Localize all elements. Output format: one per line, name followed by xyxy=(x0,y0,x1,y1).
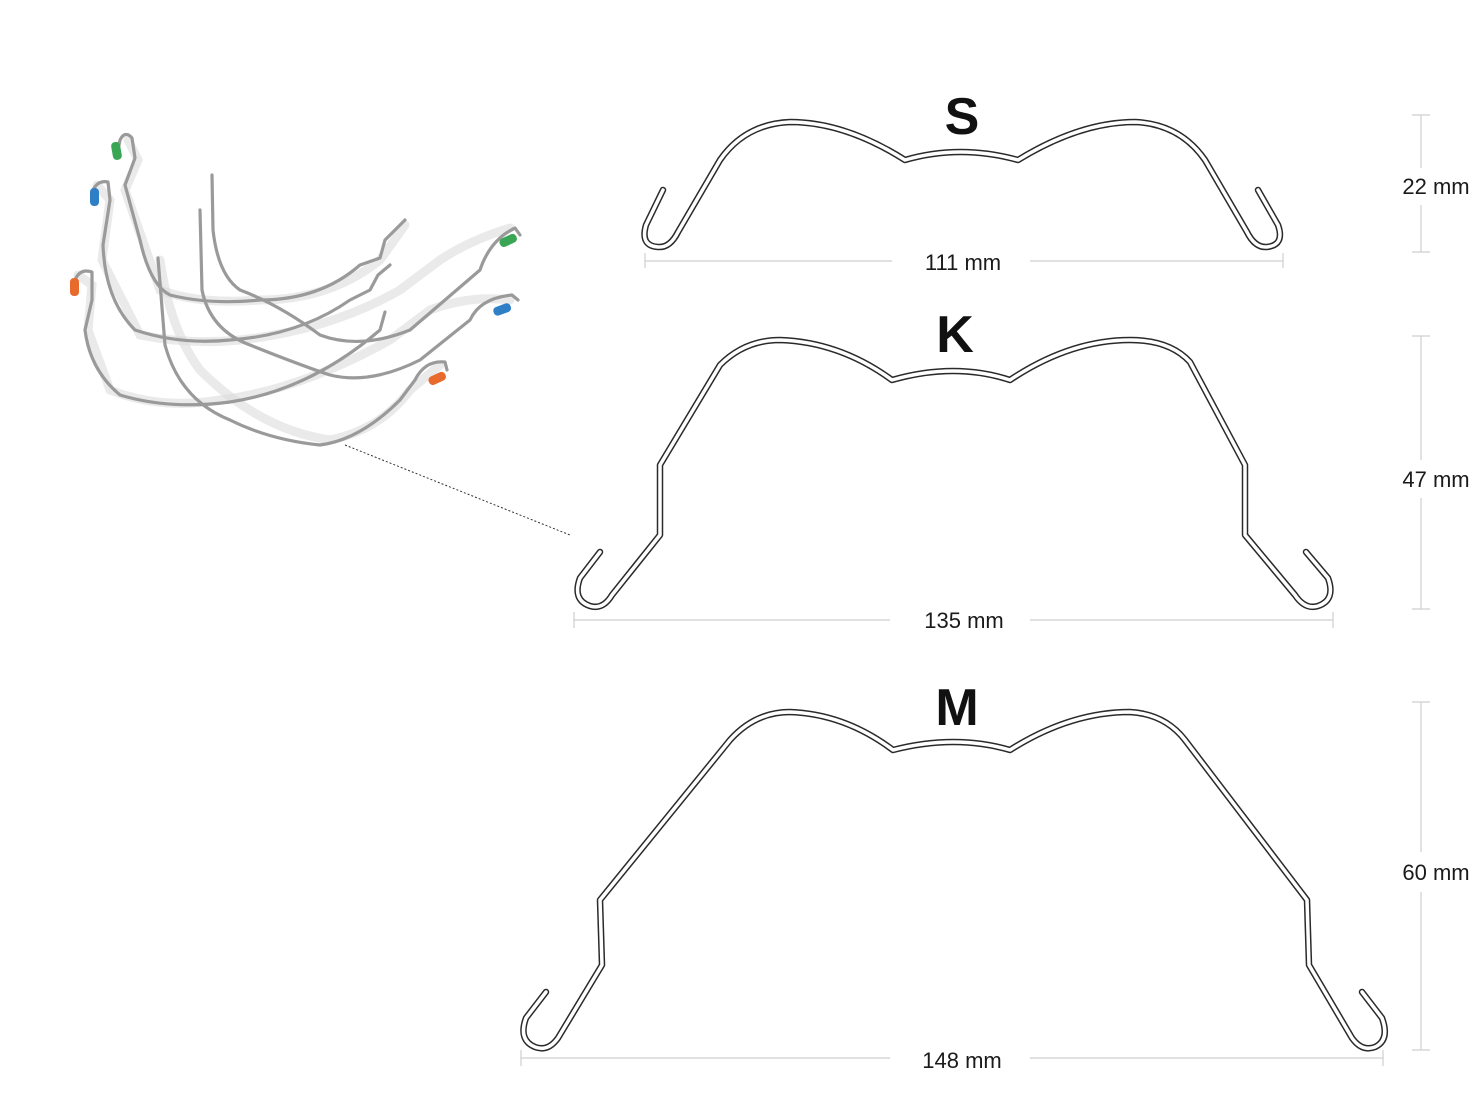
wire-photo-1 xyxy=(116,132,407,304)
green-tip-right xyxy=(499,233,517,248)
wire-size-s xyxy=(641,118,1284,251)
wire-photo-4 xyxy=(210,173,522,343)
height-label-s: 22 mm xyxy=(1402,174,1469,199)
width-dimension-k xyxy=(573,612,1334,628)
blue-tip-left xyxy=(90,188,99,206)
wire-photo-6 xyxy=(156,256,449,447)
height-dimension-s xyxy=(1412,114,1430,253)
orange-tip-right xyxy=(428,371,446,386)
height-dimension-m xyxy=(1412,701,1430,1051)
width-dimension-s xyxy=(644,253,1284,268)
wire-photo-5 xyxy=(198,208,520,380)
size-label-k: K xyxy=(936,306,974,364)
blue-tip-right xyxy=(493,303,512,316)
width-label-s: 111 mm xyxy=(925,250,1001,275)
height-dimension-k xyxy=(1412,335,1430,610)
retractor-wires-photo xyxy=(70,132,522,447)
wire-size-m xyxy=(520,708,1389,1052)
width-label-m: 148 mm xyxy=(922,1048,1001,1073)
leader-line xyxy=(344,444,571,536)
wire-photo-3 xyxy=(73,269,387,407)
height-label-k: 47 mm xyxy=(1402,467,1469,492)
size-label-s: S xyxy=(945,88,980,146)
wire-photo-2 xyxy=(91,180,392,343)
size-label-m: M xyxy=(935,679,978,737)
height-label-m: 60 mm xyxy=(1402,860,1469,885)
orange-tip-left xyxy=(70,278,79,296)
wire-size-k xyxy=(574,336,1334,611)
width-dimension-m xyxy=(520,1050,1384,1066)
width-label-k: 135 mm xyxy=(924,608,1003,633)
green-tip-left xyxy=(111,141,122,160)
